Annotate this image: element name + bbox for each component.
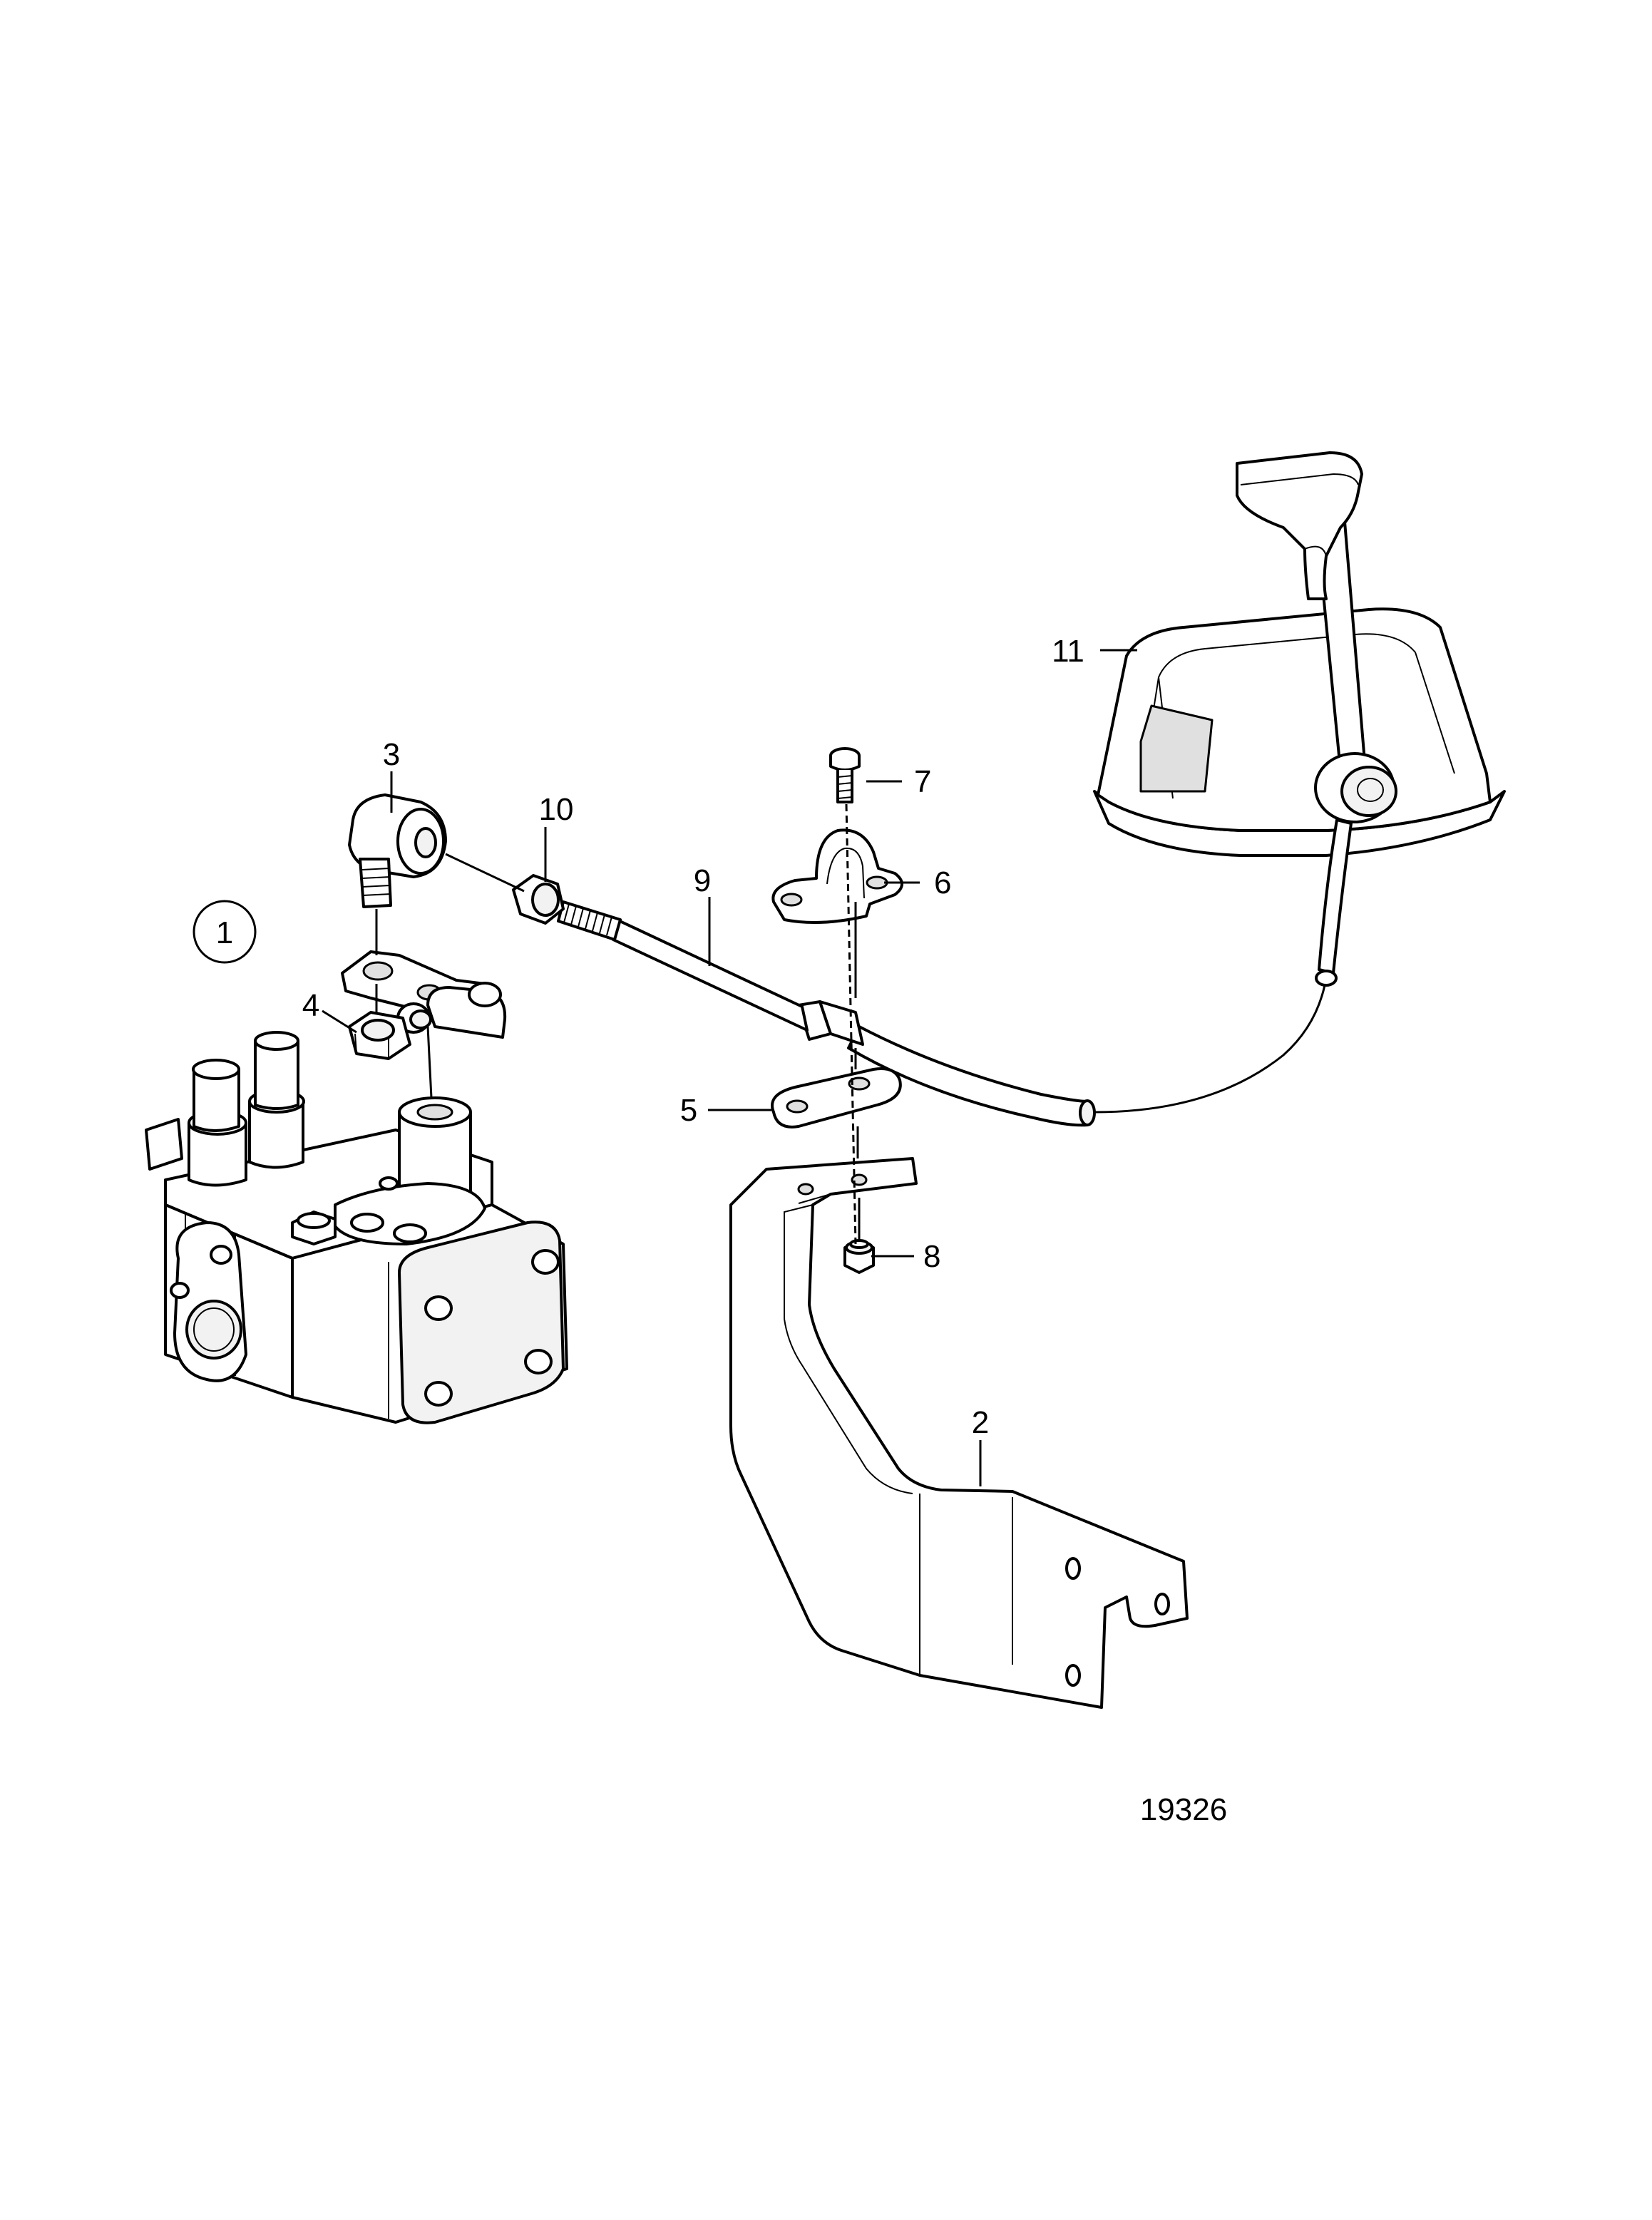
spacer-plate	[771, 1067, 902, 1129]
callout-9: 9	[694, 863, 711, 898]
leader-lines	[322, 649, 1137, 1486]
screw	[829, 747, 861, 803]
threaded-end	[557, 900, 622, 941]
valve-block	[145, 1031, 568, 1424]
callout-2: 2	[972, 1405, 989, 1440]
callout-8: 8	[923, 1239, 940, 1274]
lock-nut	[843, 1239, 875, 1274]
linkage-plate	[341, 950, 507, 1039]
callout-4: 4	[302, 988, 319, 1023]
callout-6: 6	[934, 865, 951, 900]
control-cable	[557, 900, 1326, 1127]
callout-1-circle	[193, 900, 257, 964]
callouts: 1 2 3 4 5 6 7 8 9 10 11	[193, 634, 1084, 1440]
cable-clamp	[771, 828, 903, 924]
callout-11: 11	[1052, 634, 1084, 669]
control-lever-unit	[1093, 451, 1506, 987]
cable-nut	[512, 874, 565, 925]
figure-number: 19326	[1140, 1792, 1227, 1827]
callout-1: 1	[216, 915, 233, 950]
callout-3: 3	[383, 737, 400, 772]
callout-5: 5	[680, 1093, 697, 1128]
callout-7: 7	[914, 764, 931, 799]
callout-10: 10	[539, 792, 574, 827]
ball-joint	[348, 793, 447, 908]
assembly-lines	[375, 803, 861, 1245]
hex-nut	[348, 1011, 411, 1060]
mounting-bracket	[729, 1157, 1189, 1709]
